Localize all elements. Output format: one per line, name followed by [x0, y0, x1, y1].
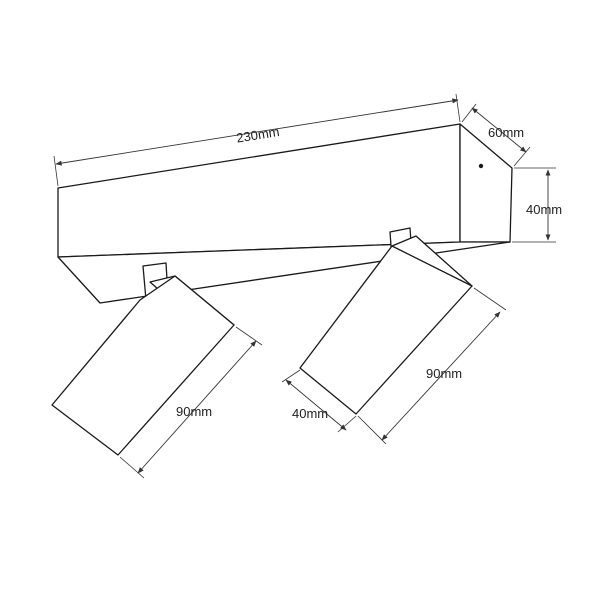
base-end-face [459, 123, 513, 243]
dim-depth: 60mm [461, 103, 531, 167]
left-spot-length-label: 90mm [176, 404, 212, 419]
dim-left-spot-length: 90mm [119, 326, 263, 479]
depth-label: 60mm [488, 125, 524, 140]
dim-right-spot-width: 40mm [281, 369, 357, 433]
dim-height: 40mm [512, 167, 562, 243]
right-spot-width-label: 40mm [292, 406, 328, 421]
dim-right-spot-length: 90mm [357, 287, 507, 445]
left-spot-body [51, 275, 235, 456]
length-label: 230mm [235, 124, 280, 146]
dim-length: 230mm [53, 93, 461, 187]
mounting-hole-icon [478, 163, 484, 169]
height-label: 40mm [526, 202, 562, 217]
right-spot-length-label: 90mm [426, 366, 462, 381]
